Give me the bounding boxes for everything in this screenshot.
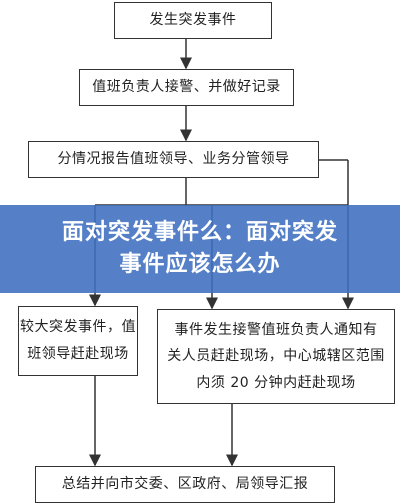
node-duty-officer-receives-alert: 值班负责人接警、并做好记录 — [79, 69, 294, 106]
node-report-to-leaders: 分情况报告值班领导、业务分管领导 — [28, 141, 319, 178]
node-summary-report: 总结并向市交委、区政府、局领导汇报 — [35, 466, 335, 503]
node-duty-officer-label: 值班负责人接警、并做好记录 — [92, 79, 281, 96]
node-summary-label: 总结并向市交委、区政府、局领导汇报 — [61, 476, 309, 493]
node-notify-line-2: 关人员赶赴现场，中心城辖区范围 — [167, 348, 385, 365]
node-larger-line-2: 班领导赶赴现场 — [27, 346, 129, 362]
node-report-label: 分情况报告值班领导、业务分管领导 — [57, 151, 290, 168]
node-incident-occurs: 发生突发事件 — [114, 2, 272, 39]
banner-title-line-2: 事件应该怎么办 — [119, 252, 281, 277]
banner-title-line-1: 面对突发事件么：面对突发 — [61, 220, 338, 245]
node-notify-line-1: 事件发生接警值班负责人通知有 — [174, 321, 378, 338]
title-banner: 面对突发事件么：面对突发 事件应该怎么办 — [0, 205, 400, 293]
node-larger-incident: 较大突发事件，值 班领导赶赴现场 — [18, 306, 138, 376]
node-larger-line-1: 较大突发事件，值 — [20, 319, 136, 336]
node-notify-line-3: 内须 20 分钟内赶赴现场 — [196, 374, 356, 391]
node-incident-occurs-label: 发生突发事件 — [149, 12, 237, 29]
node-notify-personnel: 事件发生接警值班负责人通知有 关人员赶赴现场，中心城辖区范围 内须 20 分钟内… — [157, 309, 395, 404]
